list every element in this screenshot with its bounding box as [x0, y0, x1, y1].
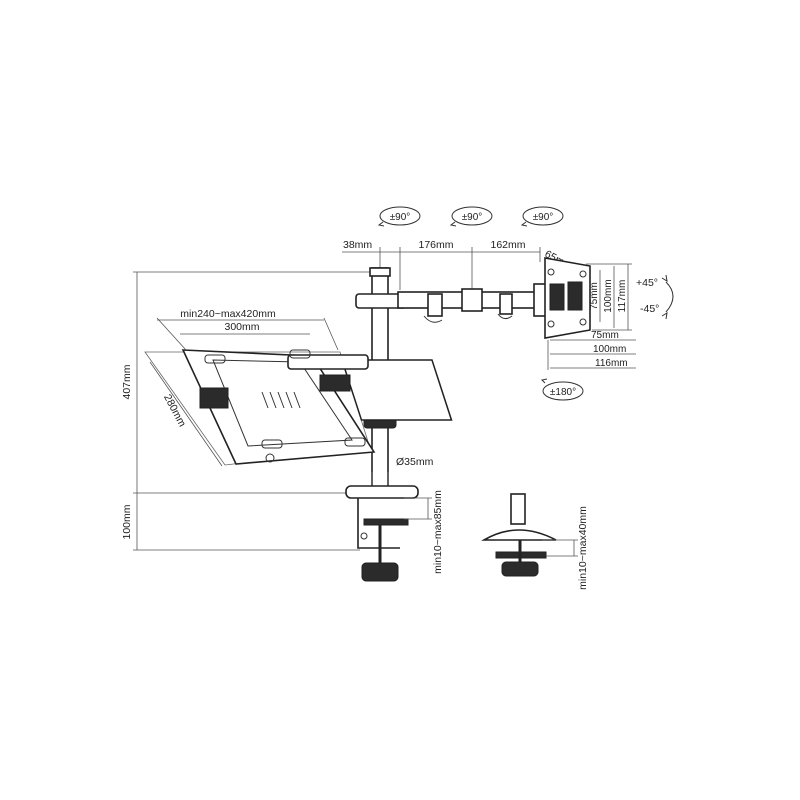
- tray-dimensions: [149, 317, 339, 467]
- arm-seg2-label: 176mm: [418, 239, 453, 251]
- height-dimension: [133, 271, 380, 494]
- arm-seg3-label: 162mm: [490, 239, 525, 251]
- vesa-w116-label: 116mm: [595, 358, 628, 369]
- tray-depth-label: 280mm: [161, 392, 188, 429]
- clamp-height-label: 100mm: [121, 504, 133, 539]
- tilt-indicator: [661, 274, 674, 320]
- rotation-badge-joint3: ±90°: [520, 206, 564, 227]
- tilt-up-label: +45°: [636, 277, 658, 289]
- vesa-horizontal-dimensions: [547, 339, 636, 370]
- upper-arm: [355, 283, 547, 323]
- vesa-h75-label: 75mm: [589, 282, 600, 310]
- rotation-badge-joint1: ±90°: [377, 206, 421, 227]
- tray-vent-slots: [261, 391, 301, 409]
- tray-width-label: 300mm: [224, 321, 259, 333]
- rotation-label-joint3: ±90°: [533, 212, 554, 223]
- desk-clamp: [345, 485, 419, 582]
- rotation-badge-180: ±180°: [540, 378, 584, 401]
- pole-diameter-label: Ø35mm: [396, 456, 434, 468]
- grommet-base: [481, 493, 557, 577]
- rotation-label-joint2: ±90°: [462, 212, 483, 223]
- clamp-range-label: min10~max85mm: [432, 490, 444, 574]
- arm-seg1-label: 38mm: [343, 239, 372, 251]
- laptop-tray: [144, 349, 453, 466]
- pole-height-label: 407mm: [121, 364, 133, 399]
- vesa-h100-label: 100mm: [603, 279, 614, 312]
- grommet-range-label: min10~max40mm: [577, 506, 589, 590]
- rotation-badge-joint2: ±90°: [449, 206, 493, 227]
- vesa-w75-label: 75mm: [591, 330, 619, 341]
- tray-width-range-label: min240~max420mm: [180, 308, 276, 320]
- vesa-vertical-dimensions: [586, 263, 632, 331]
- rotation-label-joint1: ±90°: [390, 212, 411, 223]
- rotation-label-180: ±180°: [550, 387, 576, 398]
- vesa-w100-label: 100mm: [593, 344, 626, 355]
- vesa-h117-label: 117mm: [617, 280, 628, 313]
- tilt-down-label: -45°: [640, 303, 659, 315]
- grommet-range-dimension: [542, 539, 578, 557]
- vesa-plate: [544, 257, 591, 339]
- clamp-range-dimension: [404, 497, 432, 520]
- clamp-height-dimension: [133, 493, 360, 551]
